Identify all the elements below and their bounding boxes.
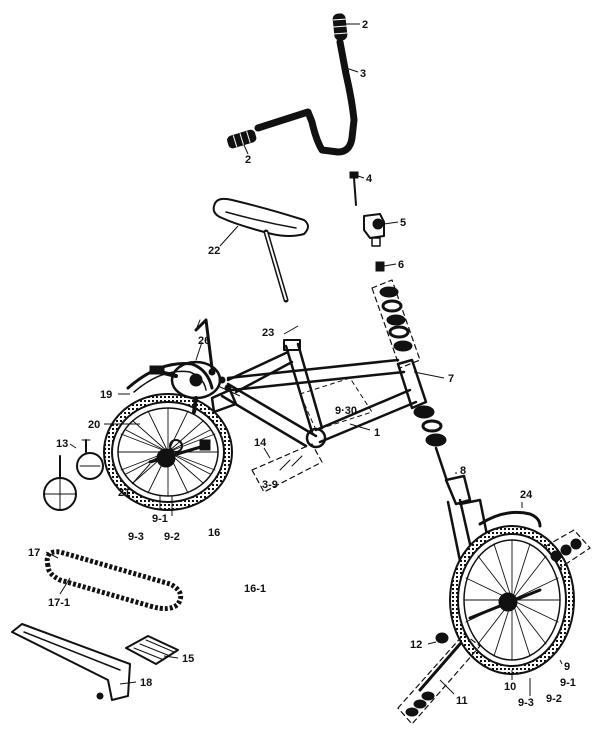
label-rear-axle-9-1: 9-1 bbox=[152, 513, 168, 525]
label-bolt: 4 bbox=[366, 173, 373, 185]
label-chain-link: 17-1 bbox=[48, 597, 70, 609]
label-seat: 22 bbox=[208, 245, 220, 257]
label-front-hub: 10 bbox=[504, 681, 516, 693]
label-seat-clamp: 23 bbox=[262, 327, 274, 339]
label-grip-left: 2 bbox=[245, 154, 251, 166]
leader-lines bbox=[45, 23, 563, 696]
label-crank: 16 bbox=[208, 527, 220, 539]
label-pedal: 15 bbox=[182, 653, 194, 665]
front-axle-nut-part bbox=[435, 632, 449, 644]
front-wheel bbox=[449, 525, 575, 675]
label-rear-tire: 19 bbox=[100, 389, 112, 401]
chainguard-part bbox=[11, 623, 131, 701]
label-grip-top: 2 bbox=[362, 19, 368, 31]
front-bearings-right bbox=[545, 529, 591, 569]
stem-part bbox=[363, 213, 385, 247]
label-front-9-3: 9-3 bbox=[518, 697, 534, 709]
label-front-9-1: 9-1 bbox=[560, 677, 576, 689]
label-rear-axle-9-2: 9-2 bbox=[164, 531, 180, 543]
label-chainguard: 18 bbox=[140, 677, 152, 689]
front-fender-part bbox=[478, 510, 542, 528]
crank-part bbox=[149, 318, 232, 414]
label-chain: 17 bbox=[28, 547, 40, 559]
chain-part bbox=[44, 549, 184, 612]
frame-part: 9·30 bbox=[210, 339, 428, 449]
label-front-axle-nut: 12 bbox=[410, 639, 422, 651]
label-stem: 5 bbox=[400, 217, 406, 229]
bolt-part bbox=[349, 171, 359, 206]
grip-left-part bbox=[227, 129, 257, 149]
label-rear-rim: 20 bbox=[88, 419, 100, 431]
front-bearings-part bbox=[397, 633, 481, 725]
handlebar-group bbox=[227, 13, 385, 272]
pedal-part bbox=[125, 635, 179, 665]
kickstand-part: 3-9 bbox=[251, 443, 323, 493]
label-rear-hub: 21 bbox=[118, 487, 130, 499]
label-front-bearings: 11 bbox=[456, 695, 468, 707]
label-crank-parts: 16-1 bbox=[244, 583, 266, 595]
reflector-part bbox=[43, 439, 104, 511]
label-headset: 7 bbox=[448, 373, 454, 385]
label-stem-nut: 6 bbox=[398, 259, 404, 271]
rear-fender-part bbox=[126, 362, 214, 390]
callout-labels: 2 3 2 4 5 6 7 22 23 26 19 20 1 14 8 24 1… bbox=[28, 19, 576, 709]
label-kickstand: 14 bbox=[254, 437, 267, 449]
stem-nut-part bbox=[375, 261, 385, 272]
headset-part bbox=[371, 279, 448, 480]
label-front-9-2: 9-2 bbox=[546, 693, 562, 705]
label-frame: 1 bbox=[374, 427, 380, 439]
svg-text:3-9: 3-9 bbox=[262, 479, 278, 491]
grip-top-part bbox=[332, 13, 348, 41]
label-front-tire: 9 bbox=[564, 661, 570, 673]
rear-wheel bbox=[103, 393, 233, 511]
seat-group bbox=[212, 197, 309, 303]
handlebar-part bbox=[254, 38, 358, 156]
label-rear-axle-9-3: 9-3 bbox=[128, 531, 144, 543]
label-reflector: 13 bbox=[56, 438, 68, 450]
label-rear-fender: 26 bbox=[198, 335, 210, 347]
label-fork-bolt: 8 bbox=[460, 465, 466, 477]
label-front-fender: 24 bbox=[520, 489, 533, 501]
label-handlebar: 3 bbox=[360, 68, 366, 80]
svg-text:9·30: 9·30 bbox=[335, 405, 357, 417]
